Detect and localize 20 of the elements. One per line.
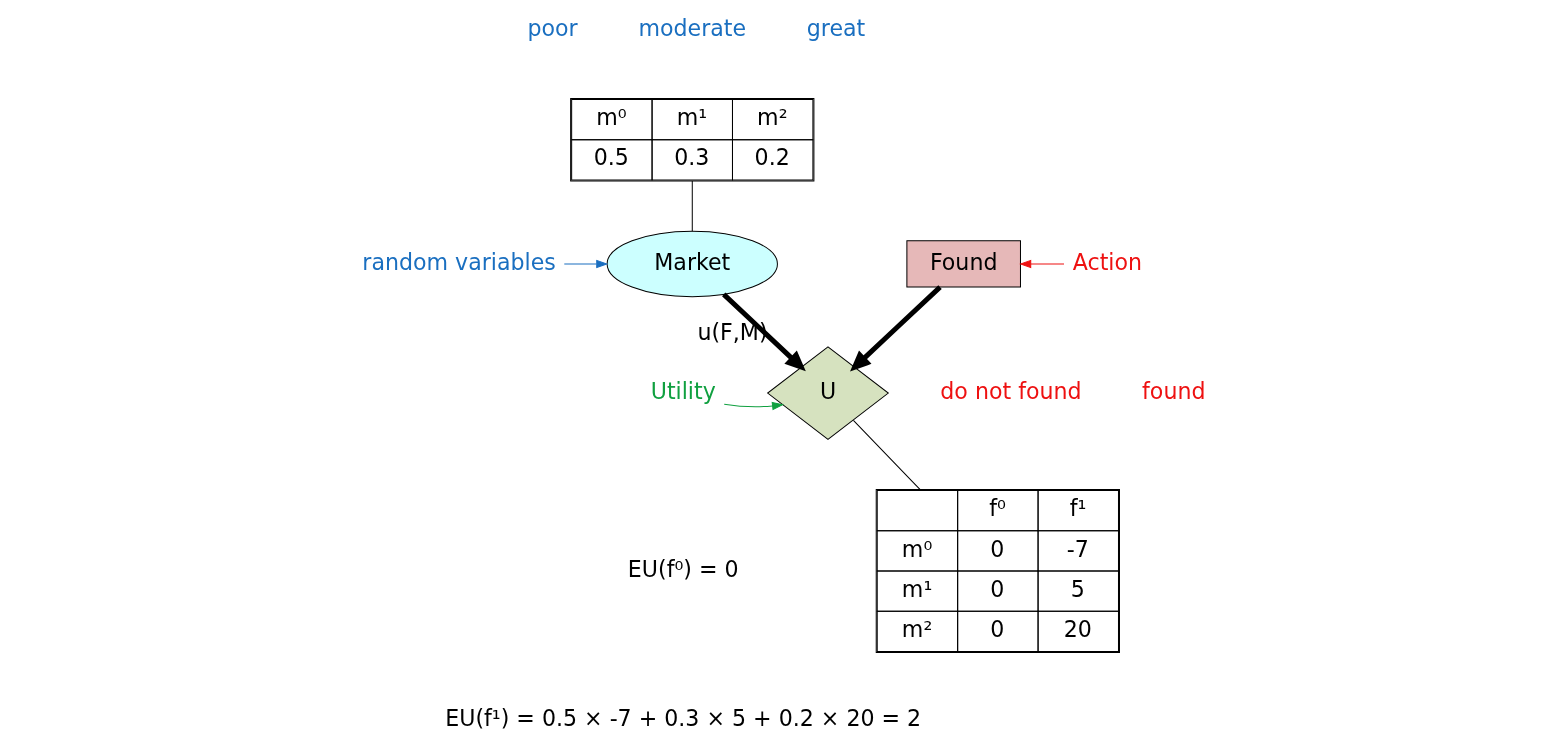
node-text: random variables (362, 248, 556, 275)
node-text: Action (1072, 248, 1143, 275)
label: moderate (638, 14, 747, 41)
label: great (806, 14, 866, 41)
label: found (1142, 377, 1206, 404)
connector (691, 180, 693, 232)
arrow (723, 401, 785, 411)
label: poor (527, 14, 578, 41)
node-text: Utility (650, 377, 716, 404)
arrow (722, 292, 806, 372)
label: do not found (940, 377, 1082, 404)
connector (852, 419, 921, 490)
arrow (850, 285, 942, 372)
node-diamond: U (766, 346, 890, 440)
label: EU(f⁰) = 0 (627, 555, 739, 582)
arrow (563, 259, 609, 269)
label: EU(f¹) = 0.5 × -7 + 0.3 × 5 + 0.2 × 20 = 2 (445, 705, 922, 732)
node-box: Found (906, 240, 1021, 288)
arrow (1019, 259, 1065, 269)
node-ellipse: Market (606, 230, 778, 298)
